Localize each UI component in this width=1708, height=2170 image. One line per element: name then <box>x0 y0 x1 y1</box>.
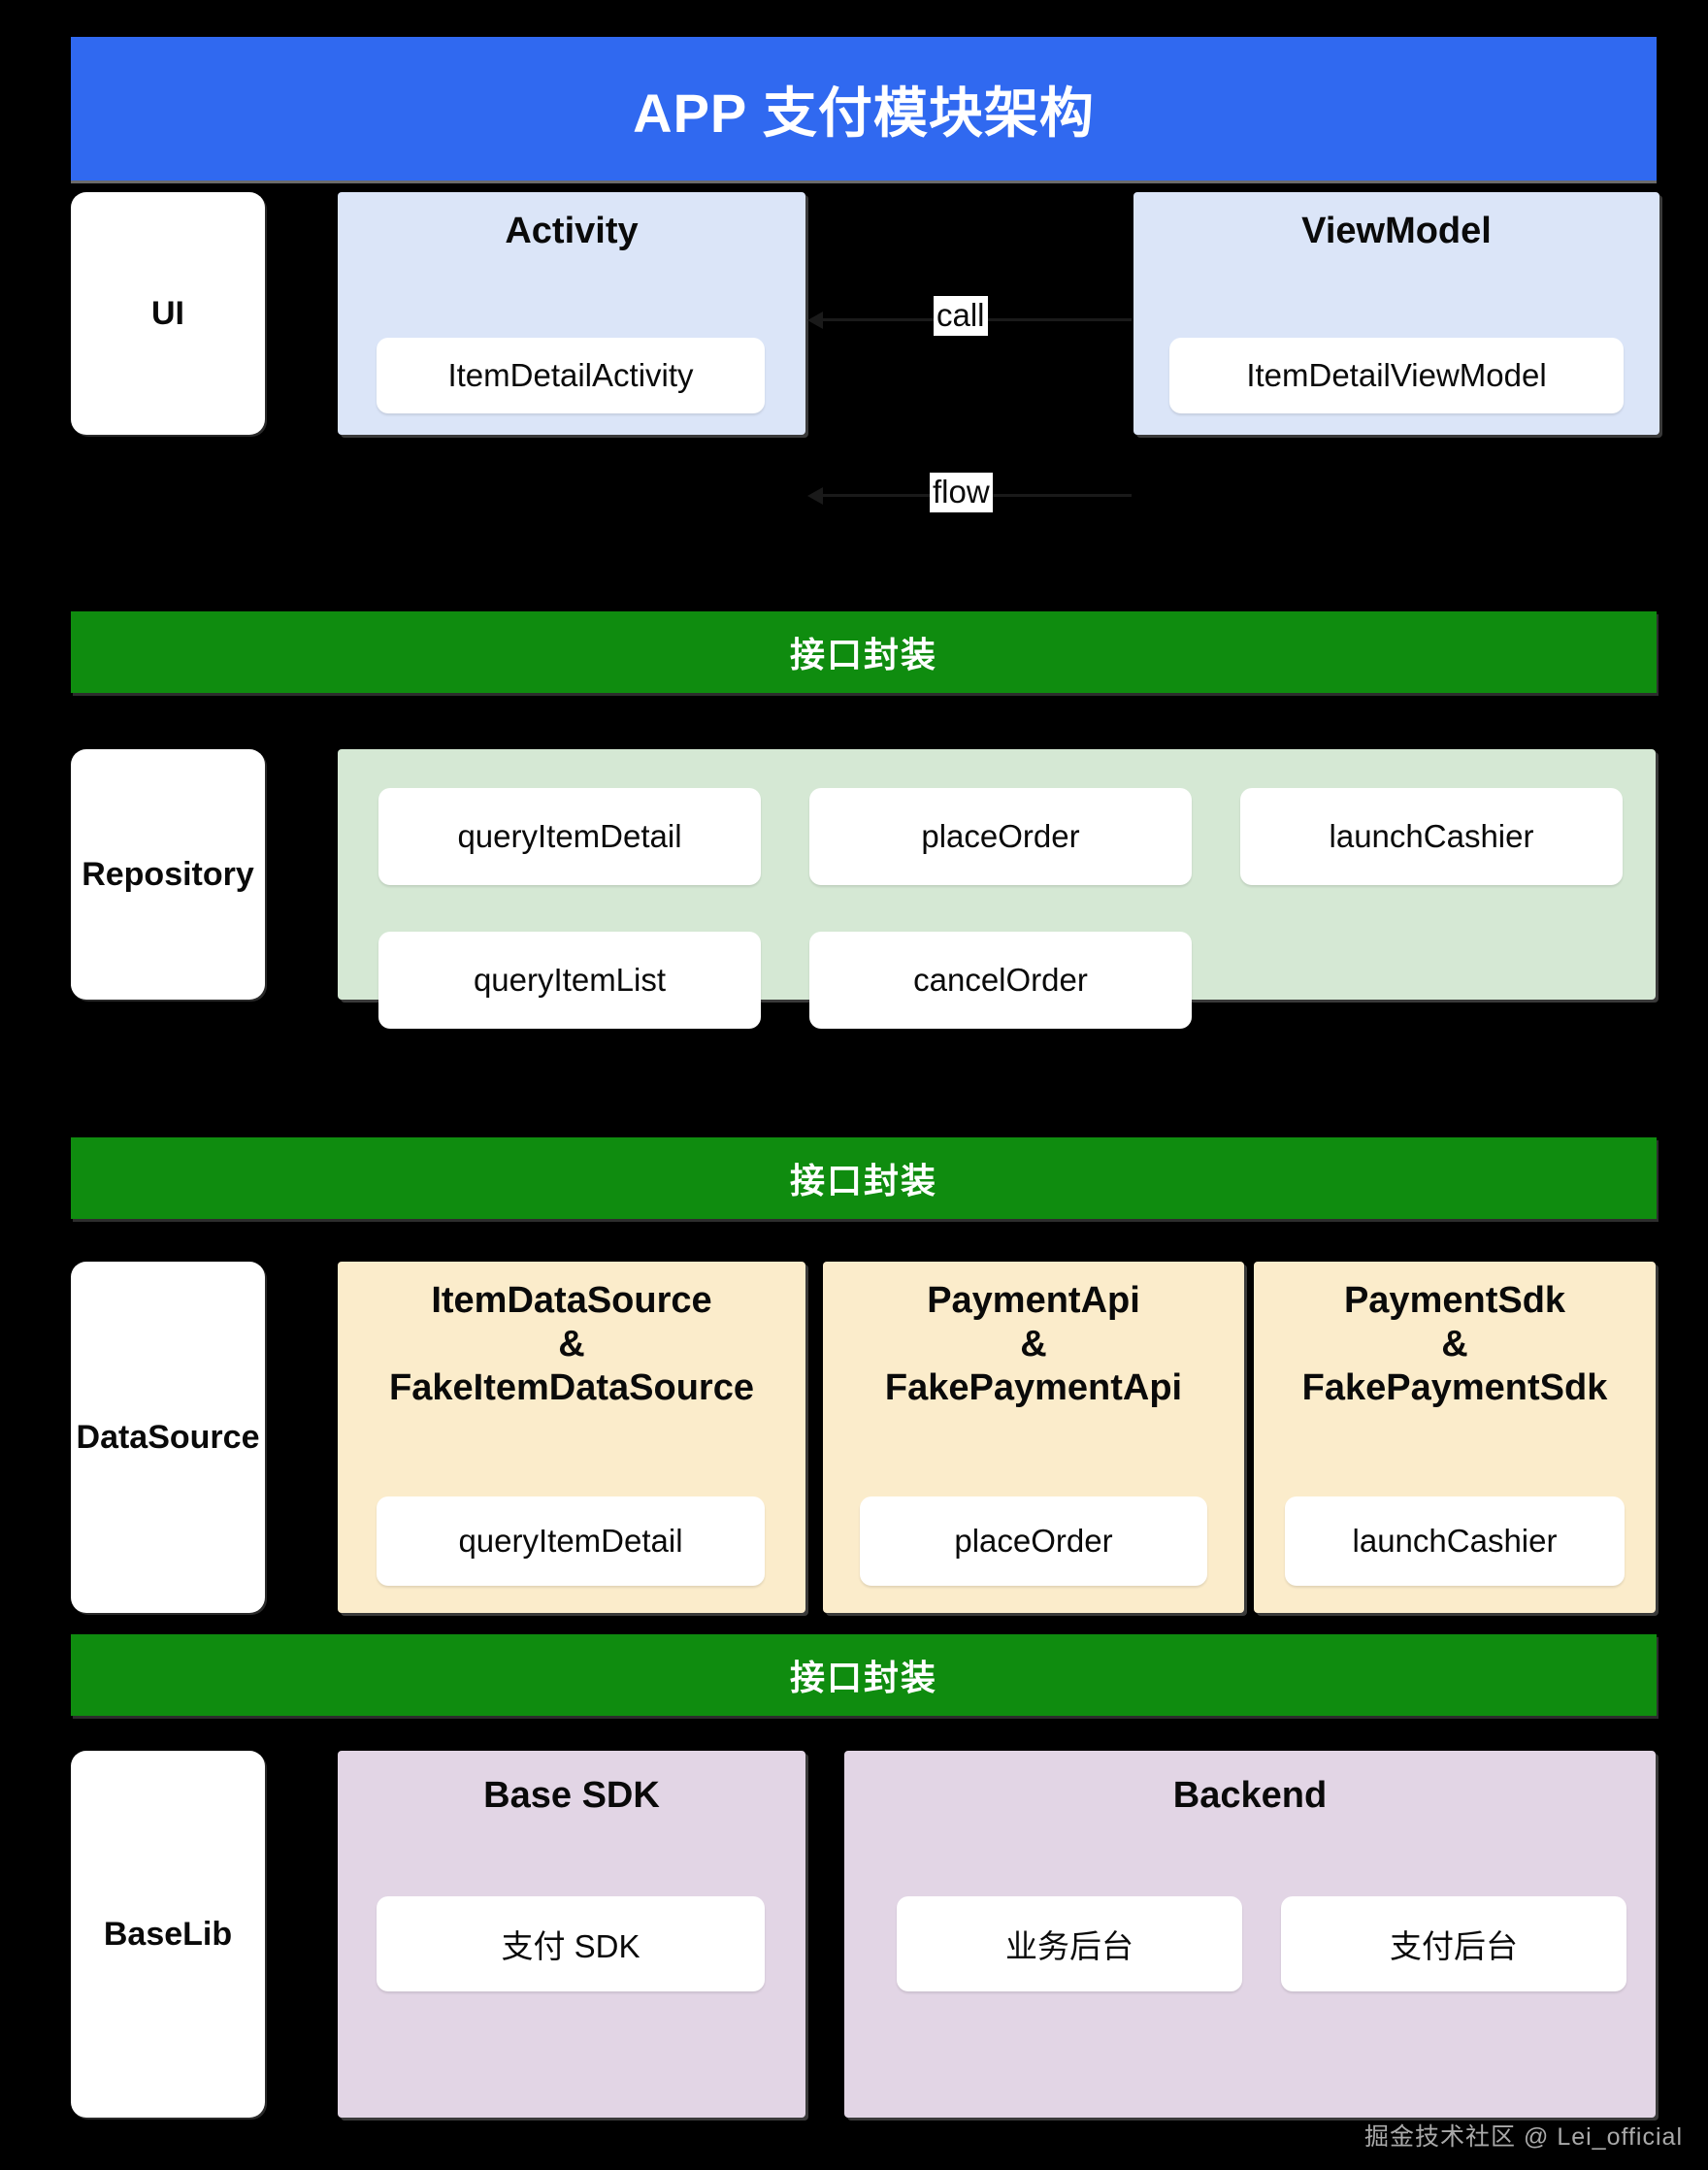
repository-method-label: queryItemDetail <box>457 818 682 854</box>
base-sdk-item-card[interactable]: 支付 SDK <box>377 1896 765 1991</box>
viewmodel-item-label: ItemDetailViewModel <box>1246 357 1547 393</box>
datasource-group-panel: ItemDataSource & FakeItemDataSource quer… <box>338 1262 805 1613</box>
watermark: 掘金技术社区 @ Lei_official <box>1364 2123 1683 2151</box>
repository-method-label: queryItemList <box>473 962 667 998</box>
activity-item-card[interactable]: ItemDetailActivity <box>377 338 765 413</box>
base-sdk-panel-title: Base SDK <box>483 1775 660 1816</box>
interface-band-3-text: 接口封装 <box>789 1658 937 1697</box>
interface-band-1-text: 接口封装 <box>789 635 937 674</box>
base-sdk-panel: Base SDK 支付 SDK <box>338 1751 805 2118</box>
call-edge-label: call <box>934 296 988 336</box>
datasource-group-title-line2: & <box>1020 1323 1047 1364</box>
datasource-group-title-line3: FakePaymentSdk <box>1301 1366 1608 1408</box>
datasource-method-card[interactable]: placeOrder <box>860 1496 1207 1586</box>
layer-label-baselib-text: BaseLib <box>103 1915 233 1953</box>
repository-method-label: placeOrder <box>921 818 1080 854</box>
flow-edge-label: flow <box>930 473 993 512</box>
repository-method-label: cancelOrder <box>913 962 1088 998</box>
backend-item-label: 业务后台 <box>1005 1928 1133 1964</box>
repository-method-card[interactable]: queryItemList <box>378 932 761 1029</box>
datasource-group-title-line3: FakePaymentApi <box>884 1366 1183 1408</box>
interface-band-2-text: 接口封装 <box>789 1161 937 1200</box>
datasource-group-title-line2: & <box>558 1323 585 1364</box>
repository-method-card[interactable]: launchCashier <box>1240 788 1623 885</box>
activity-panel-title: Activity <box>505 211 639 251</box>
datasource-group-title: PaymentSdk & FakePaymentSdk <box>1254 1279 1656 1409</box>
layer-label-datasource-text: DataSource <box>76 1418 260 1456</box>
interface-band-2: 接口封装 <box>71 1137 1657 1219</box>
call-edge-arrowhead-icon <box>807 312 823 329</box>
datasource-group-panel: PaymentApi & FakePaymentApi placeOrder <box>823 1262 1244 1613</box>
datasource-method-card[interactable]: launchCashier <box>1285 1496 1625 1586</box>
backend-item-card[interactable]: 业务后台 <box>897 1896 1242 1991</box>
backend-item-card[interactable]: 支付后台 <box>1281 1896 1626 1991</box>
layer-label-baselib: BaseLib <box>71 1751 265 2118</box>
datasource-group-title: PaymentApi & FakePaymentApi <box>823 1279 1244 1409</box>
datasource-group-title: ItemDataSource & FakeItemDataSource <box>338 1279 805 1409</box>
datasource-method-label: queryItemDetail <box>458 1523 683 1559</box>
datasource-method-label: placeOrder <box>954 1523 1113 1559</box>
viewmodel-panel-title: ViewModel <box>1301 211 1492 251</box>
repository-method-card[interactable]: cancelOrder <box>809 932 1192 1029</box>
interface-band-1: 接口封装 <box>71 611 1657 693</box>
datasource-group-title-line1: PaymentSdk <box>1343 1280 1566 1321</box>
viewmodel-panel: ViewModel ItemDetailViewModel <box>1133 192 1659 435</box>
interface-band-3: 接口封装 <box>71 1634 1657 1716</box>
datasource-group-title-line2: & <box>1441 1323 1468 1364</box>
backend-item-label: 支付后台 <box>1390 1928 1518 1964</box>
repository-method-card[interactable]: placeOrder <box>809 788 1192 885</box>
activity-item-label: ItemDetailActivity <box>447 357 694 393</box>
repository-panel: queryItemDetail placeOrder launchCashier… <box>338 749 1656 1029</box>
diagram-title-bar: APP 支付模块架构 <box>71 37 1657 181</box>
layer-label-datasource: DataSource <box>71 1262 265 1613</box>
datasource-group-panel: PaymentSdk & FakePaymentSdk launchCashie… <box>1254 1262 1656 1613</box>
viewmodel-item-card[interactable]: ItemDetailViewModel <box>1169 338 1624 413</box>
repository-method-label: launchCashier <box>1329 818 1534 854</box>
page-title: APP 支付模块架构 <box>633 82 1095 144</box>
layer-label-repository-text: Repository <box>82 855 254 893</box>
datasource-group-title-line1: PaymentApi <box>927 1280 1140 1321</box>
activity-panel: Activity ItemDetailActivity <box>338 192 805 435</box>
flow-edge-arrowhead-icon <box>807 487 823 505</box>
base-sdk-item-label: 支付 SDK <box>501 1928 640 1964</box>
datasource-group-title-line3: FakeItemDataSource <box>389 1366 754 1408</box>
datasource-method-label: launchCashier <box>1352 1523 1558 1559</box>
layer-label-ui-text: UI <box>151 294 184 332</box>
datasource-method-card[interactable]: queryItemDetail <box>377 1496 765 1586</box>
repository-method-card[interactable]: queryItemDetail <box>378 788 761 885</box>
backend-panel-title: Backend <box>1172 1775 1328 1816</box>
layer-label-repository: Repository <box>71 749 265 1000</box>
backend-panel: Backend 业务后台 支付后台 <box>844 1751 1656 2118</box>
layer-label-ui: UI <box>71 192 265 435</box>
datasource-group-title-line1: ItemDataSource <box>431 1280 712 1321</box>
